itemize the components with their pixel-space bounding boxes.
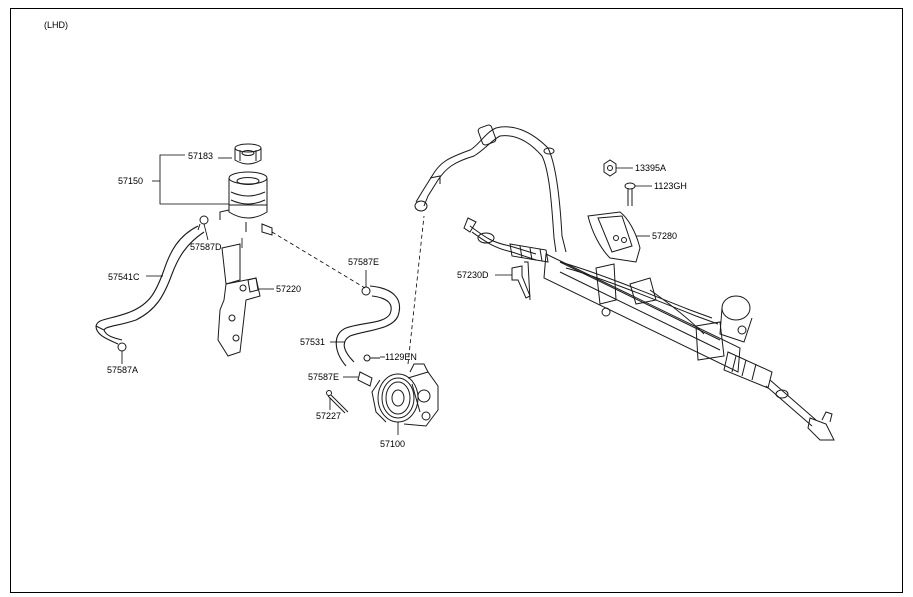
label-57587A: 57587A (107, 365, 138, 375)
hose-clamp-icon (197, 215, 209, 231)
bracket-icon (217, 243, 261, 357)
label-13395A: 13395A (635, 163, 666, 173)
label-57230D: 57230D (457, 270, 489, 280)
label-57100: 57100 (380, 439, 405, 449)
variant-label: (LHD) (44, 20, 68, 30)
return-hose-icon (95, 225, 205, 345)
diagram-frame (10, 8, 903, 593)
bracket-icon (511, 261, 531, 301)
hose-clamp-icon (361, 286, 371, 296)
nut-icon (603, 159, 617, 177)
label-57183: 57183 (188, 151, 213, 161)
power-steering-pump-icon (371, 363, 439, 427)
label-1123GH: 1123GH (654, 181, 687, 191)
bolt-icon (326, 390, 349, 414)
bolt-icon (624, 182, 636, 206)
bolt-icon (363, 354, 380, 362)
label-57227: 57227 (316, 411, 341, 421)
connection-line (407, 215, 425, 365)
label-57587E-mid: 57587E (308, 372, 339, 382)
hose-clamp-icon (357, 371, 373, 387)
bracket-leader (159, 154, 229, 205)
label-57587D: 57587D (190, 242, 222, 252)
label-57541C: 57541C (108, 272, 140, 282)
label-57150: 57150 (118, 176, 143, 186)
reservoir-cap-icon (234, 143, 262, 165)
pressure-hose-icon (414, 124, 567, 253)
label-1129EN: 1129EN (385, 352, 417, 362)
label-57220: 57220 (276, 284, 301, 294)
reservoir-icon (219, 171, 273, 236)
steering-gear-rack-icon (463, 217, 835, 441)
bracket-icon (587, 211, 641, 263)
label-57280: 57280 (652, 231, 677, 241)
suction-hose-icon (335, 285, 400, 367)
label-57531: 57531 (300, 337, 325, 347)
label-57587E-top: 57587E (348, 257, 379, 267)
hose-clamp-icon (117, 342, 127, 352)
